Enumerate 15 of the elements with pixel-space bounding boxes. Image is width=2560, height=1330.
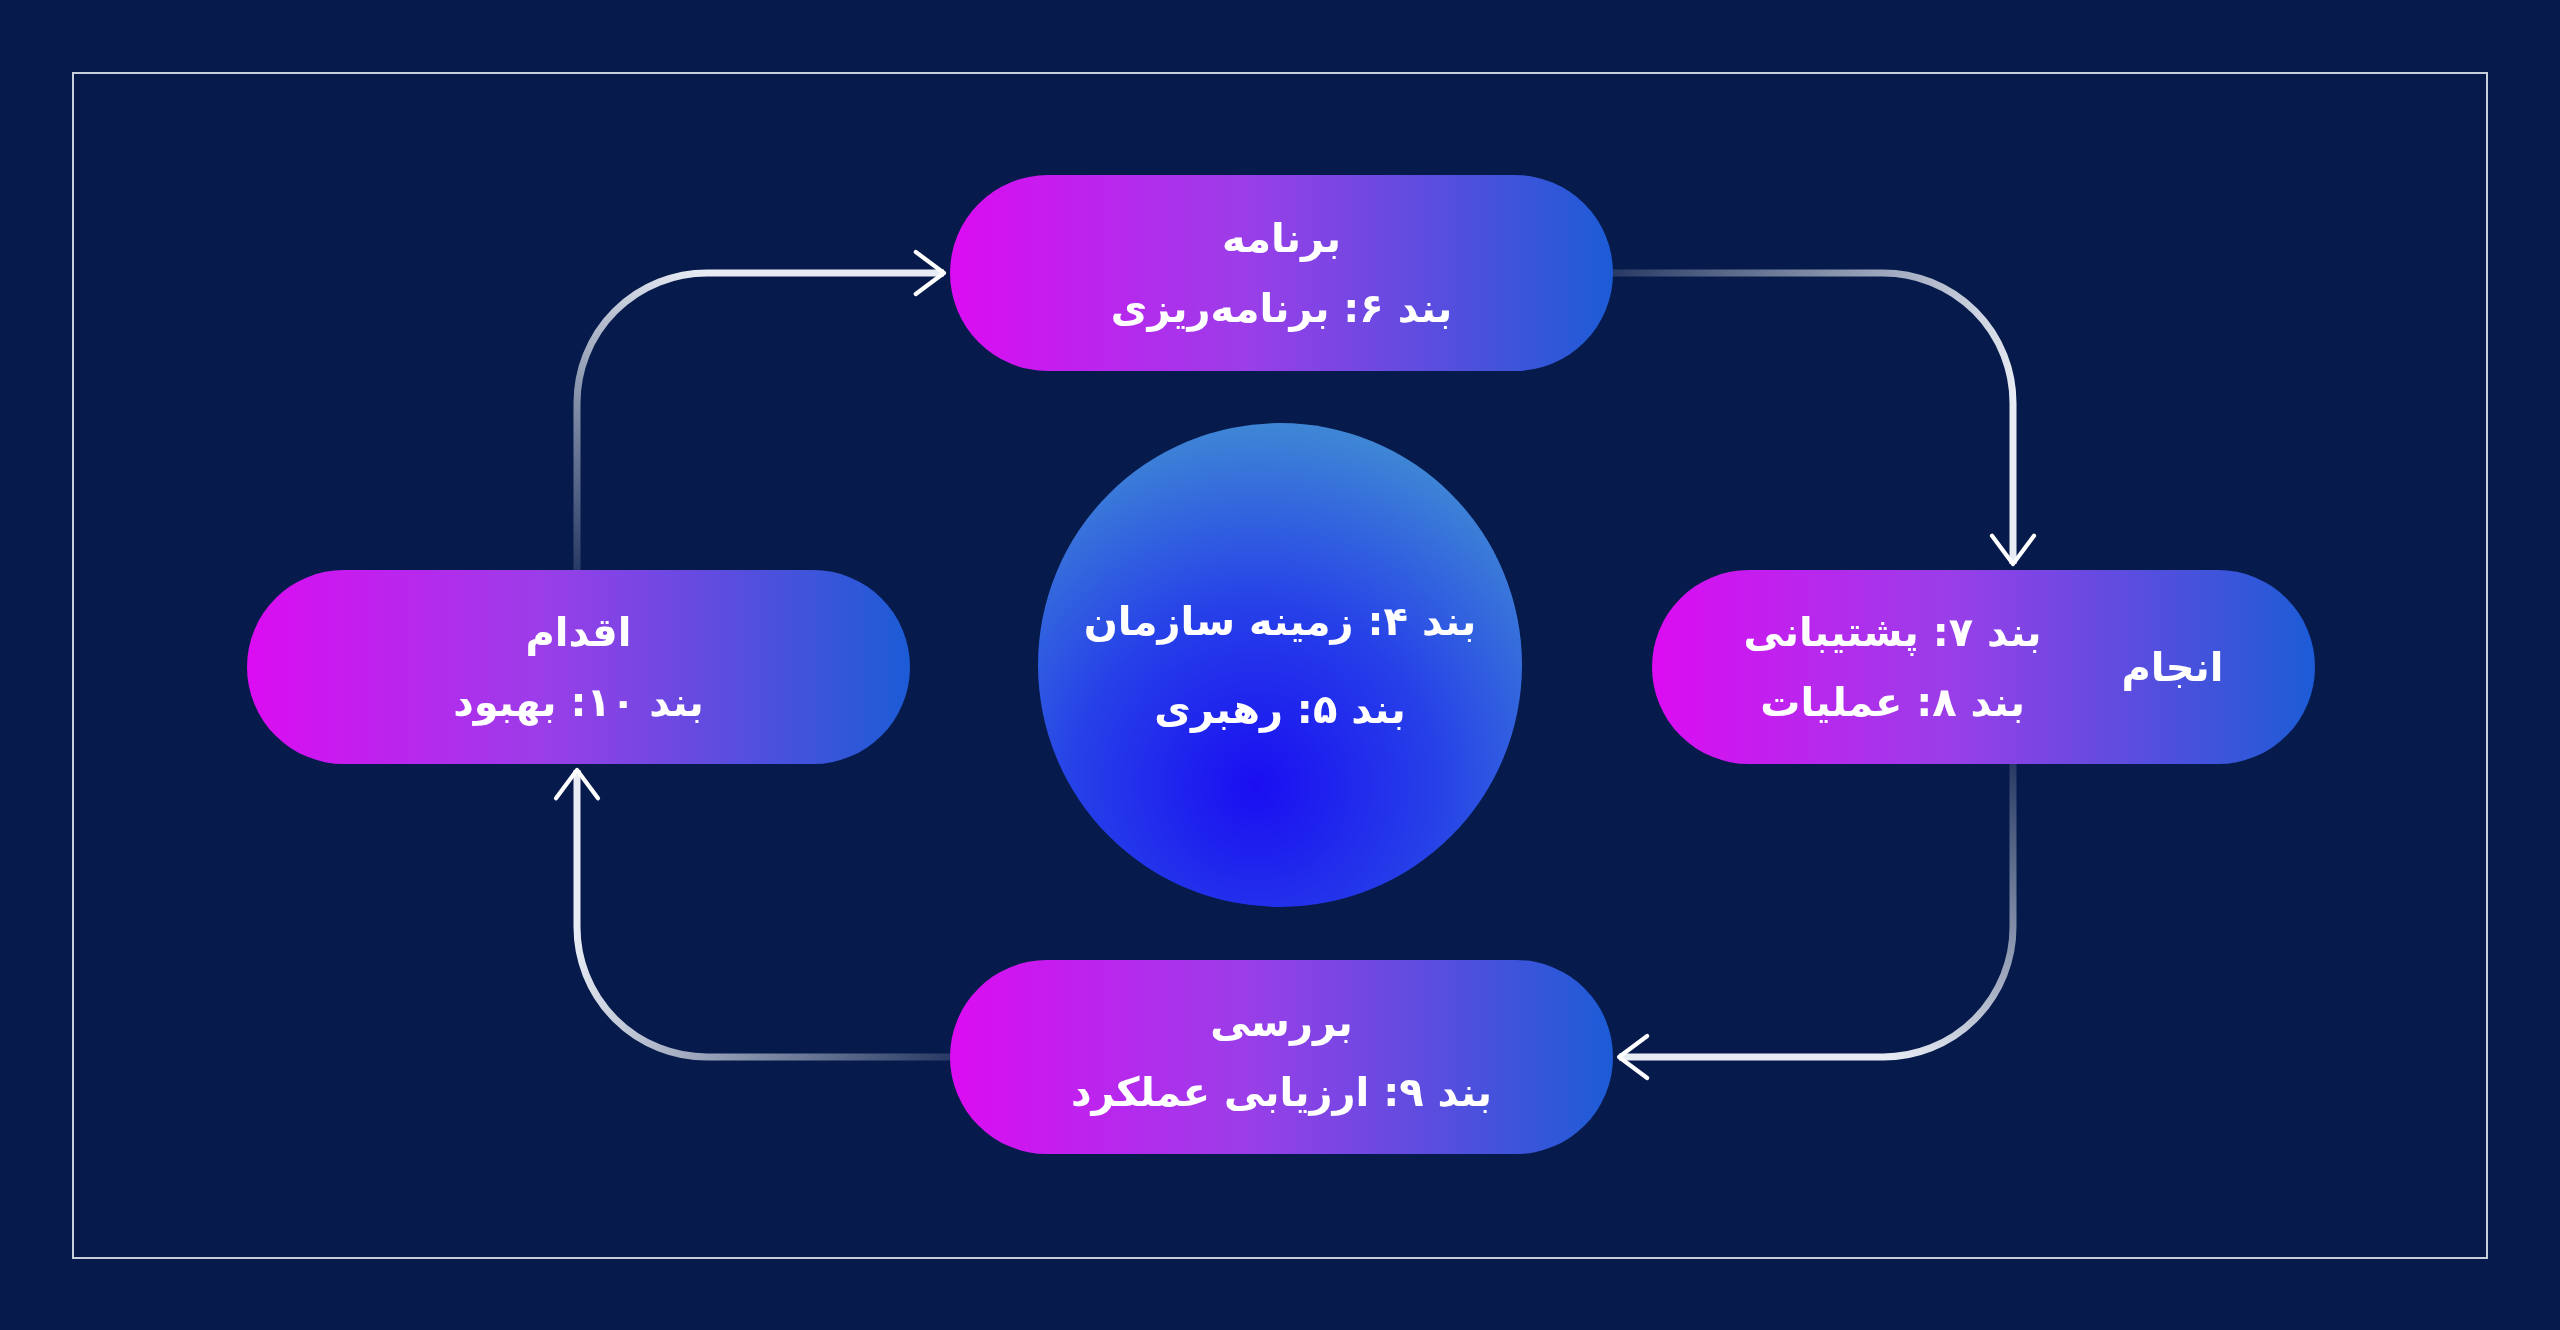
stage-title: بررسی xyxy=(1210,998,1353,1046)
stage-title: برنامه xyxy=(1222,214,1341,262)
arrow xyxy=(1613,269,2037,567)
clause-label: بند ۸: عملیات xyxy=(1760,678,2025,726)
clause-label: بند ۱۰: بهبود xyxy=(453,678,704,726)
clause-label: بند ۷: پشتیبانی xyxy=(1743,608,2042,656)
stage-title: اقدام xyxy=(525,608,632,656)
arrow xyxy=(573,249,947,570)
clause-label: بند ۵: رهبری xyxy=(1154,685,1406,733)
clause-label: بند ۴: زمینه سازمان xyxy=(1083,597,1477,645)
arrow xyxy=(553,767,950,1061)
stage-title: انجام xyxy=(2121,643,2224,691)
clause-label: بند ۶: برنامه‌ریزی xyxy=(1110,284,1453,332)
clause-label: بند ۹: ارزیابی عملکرد xyxy=(1070,1068,1493,1116)
arrow xyxy=(1616,764,2017,1081)
